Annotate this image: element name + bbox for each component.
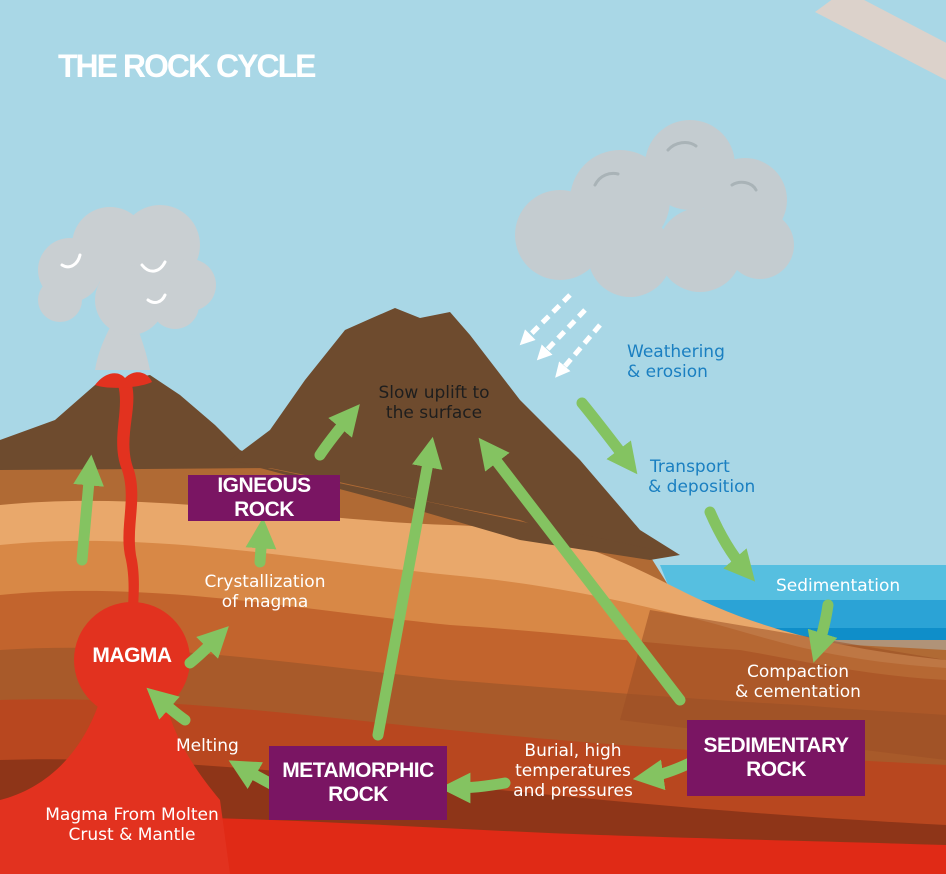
sedimentary-label-line2: ROCK [746, 758, 806, 781]
burial-line1: Burial, high [524, 741, 622, 761]
cycle-arrows [73, 397, 838, 804]
igneous-rock-label: IGNEOUS ROCK [217, 473, 311, 521]
sedimentation-label: Sedimentation [776, 576, 901, 596]
arrow-meta-uplift [372, 436, 443, 741]
volcano-smoke [95, 300, 150, 370]
melting-label: Melting [176, 736, 239, 756]
magma-source-line1: Magma From Molten [45, 805, 219, 825]
arrow-sed-uplift [478, 437, 686, 706]
magma-source [0, 700, 230, 874]
metamorphic-rock-box: METAMORPHIC ROCK [269, 746, 447, 820]
volcano [0, 375, 280, 470]
rain-cloud [515, 120, 794, 297]
magma-source-line2: Crust & Mantle [68, 824, 196, 845]
uplift-line1: Slow uplift to [378, 383, 490, 403]
diagram-title: THE ROCK CYCLE [58, 48, 316, 84]
tape-top-right [815, 0, 946, 80]
rain-arrows [519, 293, 602, 378]
crystallization-line2: of magma [221, 591, 309, 612]
crystallization-line1: Crystallization [204, 572, 326, 592]
compaction-label: Compaction & cementation [733, 662, 863, 703]
uplift-label: Slow uplift to the surface [372, 383, 496, 424]
arrow-to-crystallization [184, 626, 229, 669]
mantle [0, 817, 946, 874]
mountain [230, 308, 680, 555]
arrow-igneous-up [245, 517, 277, 568]
arrow-melting-to-magma [146, 687, 191, 726]
magma-conduit [117, 385, 140, 630]
volcano-crater-lava [95, 372, 152, 388]
metamorphic-label-line1: METAMORPHIC [282, 758, 434, 782]
arrow-uplift-left [314, 404, 360, 461]
igneous-rock-box: IGNEOUS ROCK [188, 473, 340, 521]
arrow-sedimentation [807, 599, 838, 663]
arrow-magma-up [73, 454, 104, 566]
volcano-ash-cloud [38, 205, 216, 335]
sedimentary-rock-box: SEDIMENTARY ROCK [687, 720, 865, 796]
crystallization-label: Crystallization of magma [198, 572, 332, 613]
burial-label: Burial, high temperatures and pressures [498, 741, 648, 802]
compaction-line2: & cementation [735, 681, 861, 702]
rain-cloud-swirls [593, 141, 758, 192]
burial-line2: temperatures [515, 760, 631, 781]
metamorphic-label-line2: ROCK [328, 783, 388, 806]
burial-line3: and pressures [513, 780, 633, 801]
weathering-line1: Weathering [627, 342, 725, 362]
mountain-base-fill [230, 460, 680, 560]
arrow-weathering [576, 397, 638, 475]
uplift-line2: the surface [385, 402, 483, 423]
sedimentary-label-line1: SEDIMENTARY [703, 733, 849, 757]
arrow-sed-to-burial [632, 757, 696, 791]
magma-source-label: Magma From Molten Crust & Mantle [36, 805, 228, 846]
weathering-line2: & erosion [627, 361, 708, 382]
weathering-label: Weathering & erosion [627, 342, 725, 383]
transport-line1: Transport [650, 457, 730, 477]
arrow-transport [704, 506, 756, 582]
transport-label: Transport & deposition [648, 457, 756, 498]
volcano-cloud-swirls [60, 253, 167, 304]
magma-label: MAGMA [92, 644, 172, 667]
transport-line2: & deposition [648, 476, 756, 497]
arrow-burial-to-meta [439, 772, 511, 804]
compaction-line1: Compaction [747, 662, 849, 682]
